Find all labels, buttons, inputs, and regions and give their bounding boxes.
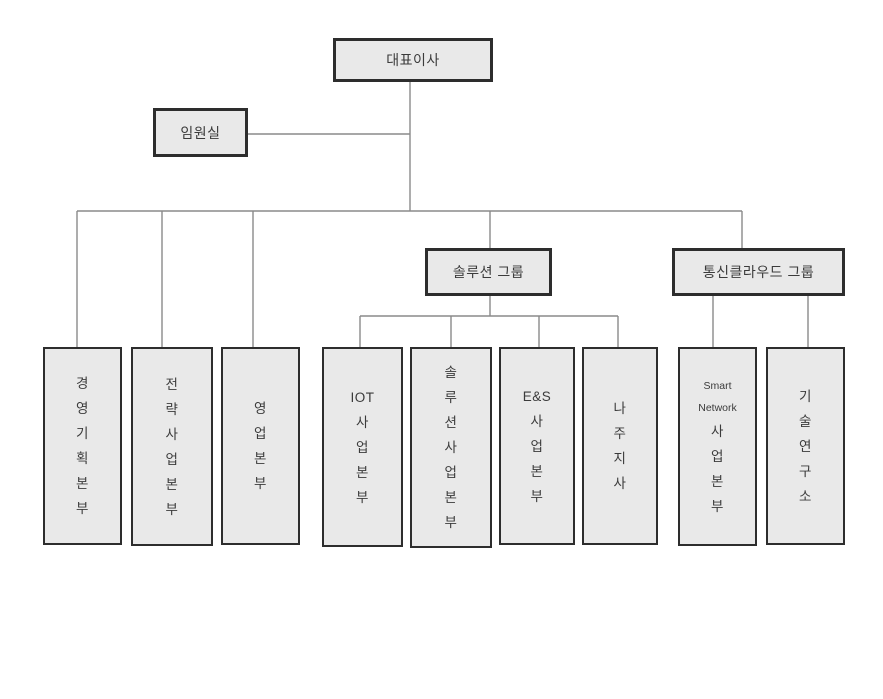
node-label-line: 구 (799, 463, 812, 479)
node-label-line: 부 (254, 476, 267, 491)
node-label-line: 본 (76, 476, 89, 491)
node-label-line: 사 (530, 413, 544, 429)
node-label-line: 략 (165, 401, 179, 417)
node-label-line: IOT (350, 389, 375, 405)
node-label-line: 기 (799, 388, 812, 404)
org-node-telecom-cloud-group: 통신클라우드 그룹 (672, 248, 845, 296)
org-node-ceo: 대표이사 (333, 38, 493, 82)
node-label-line: 업 (356, 439, 369, 455)
node-label-line: 대표이사 (386, 52, 440, 68)
node-label-line: 술 (799, 413, 812, 429)
node-label-line: 업 (711, 448, 724, 464)
node-label-line: 루 (444, 390, 458, 405)
node-label-line: 솔 (444, 365, 458, 380)
node-label-line: 본 (356, 464, 369, 480)
node-label-line: E&S (522, 388, 552, 404)
node-label-line: Smart (703, 379, 732, 392)
node-label-line: 사 (711, 423, 724, 439)
node-label-line: 부 (530, 488, 544, 504)
node-label-line: 본 (711, 473, 724, 489)
node-label-line: 부 (356, 489, 369, 505)
node-label-line: 지 (613, 451, 627, 466)
node-label-line: 나 (613, 401, 627, 416)
node-label-line: 전 (165, 376, 179, 392)
org-node-executive-office: 임원실 (153, 108, 248, 157)
node-label-line: 임원실 (180, 124, 221, 141)
node-label-line: 사 (444, 440, 458, 455)
node-label-line: 사 (165, 426, 179, 442)
node-label-line: 본 (444, 490, 458, 505)
node-label-line: 업 (444, 465, 458, 480)
node-label-line: 기 (76, 426, 89, 441)
node-label-line: 부 (444, 515, 458, 530)
node-label-line: 본 (530, 463, 544, 479)
node-label-line: Network (698, 401, 737, 414)
node-label-line: 영 (254, 401, 267, 416)
node-label-line: 부 (165, 501, 179, 517)
node-label-line: 경 (76, 376, 89, 391)
node-label-line: 통신클라우드 그룹 (702, 264, 815, 280)
node-label-line: 영 (76, 401, 89, 416)
node-label-line: 업 (254, 426, 267, 441)
node-label-line: 업 (530, 438, 544, 454)
org-node-solution-group: 솔루션 그룹 (425, 248, 552, 296)
node-label-line: 부 (711, 498, 724, 514)
node-label-line: 연 (799, 438, 812, 454)
node-label-line: 획 (76, 451, 89, 466)
node-label-line: 부 (76, 501, 89, 516)
node-label-line: 본 (165, 476, 179, 492)
node-label-line: 주 (613, 426, 627, 441)
node-label-line: 소 (799, 488, 812, 504)
node-label-line: 션 (444, 415, 458, 430)
node-label-line: 업 (165, 451, 179, 467)
node-label-line: 사 (613, 476, 627, 491)
node-label-line: 본 (254, 451, 267, 466)
node-label-line: 사 (356, 414, 369, 430)
node-label-line: 솔루션 그룹 (452, 264, 525, 280)
